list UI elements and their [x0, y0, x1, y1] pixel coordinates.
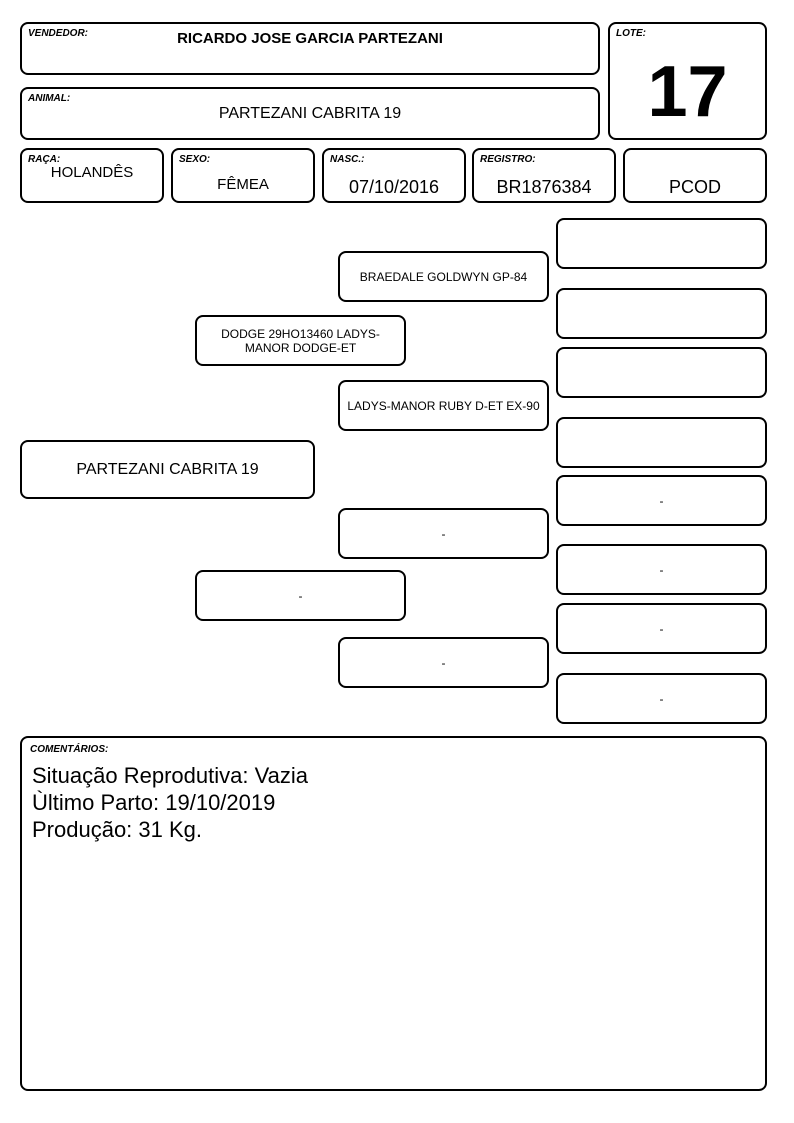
- sire-dam-box: LADYS-MANOR RUBY D-ET EX-90: [338, 380, 549, 431]
- ggp-box-4: [556, 417, 767, 468]
- comments-text: Situação Reprodutiva: Vazia Ùltimo Parto…: [32, 762, 308, 843]
- dam-box: -: [195, 570, 406, 621]
- registro-label: REGISTRO:: [480, 154, 536, 165]
- registro-box: REGISTRO: BR1876384: [472, 148, 616, 203]
- comment-line: Situação Reprodutiva: Vazia: [32, 763, 308, 788]
- nasc-label: NASC.:: [330, 154, 365, 165]
- ggp-box-2: [556, 288, 767, 339]
- raca-box: RAÇA: HOLANDÊS: [20, 148, 164, 203]
- comment-line: Ùltimo Parto: 19/10/2019: [32, 790, 276, 815]
- ggp-box-7: -: [556, 603, 767, 654]
- comment-line: Produção: 31 Kg.: [32, 817, 203, 842]
- ggp-box-8: -: [556, 673, 767, 724]
- comments-label: COMENTÁRIOS:: [30, 744, 109, 755]
- sire-sire-box: BRAEDALE GOLDWYN GP-84: [338, 251, 549, 302]
- nasc-value: 07/10/2016: [348, 177, 440, 197]
- sire-box: DODGE 29HO13460 LADYS-MANOR DODGE-ET: [195, 315, 406, 366]
- animal-label: ANIMAL:: [28, 93, 71, 104]
- raca-value: HOLANDÊS: [50, 164, 134, 181]
- ggp-box-3: [556, 347, 767, 398]
- sexo-box: SEXO: FÊMEA: [171, 148, 315, 203]
- ggp-box-6: -: [556, 544, 767, 595]
- animal-value: PARTEZANI CABRITA 19: [218, 105, 402, 122]
- lote-label: LOTE:: [616, 28, 646, 39]
- vendedor-value: RICARDO JOSE GARCIA PARTEZANI: [177, 30, 443, 47]
- registro-value: BR1876384: [496, 177, 592, 197]
- animal-box: ANIMAL: PARTEZANI CABRITA 19: [20, 87, 600, 140]
- sexo-label: SEXO:: [179, 154, 211, 165]
- sexo-value: FÊMEA: [217, 176, 269, 193]
- pedigree-animal-box: PARTEZANI CABRITA 19: [20, 440, 315, 499]
- vendedor-box: VENDEDOR: RICARDO JOSE GARCIA PARTEZANI: [20, 22, 600, 75]
- category-value: PCOD: [668, 177, 721, 197]
- vendedor-label: VENDEDOR:: [28, 28, 89, 39]
- dam-dam-box: -: [338, 637, 549, 688]
- raca-label: RAÇA:: [28, 154, 61, 165]
- lote-number: 17: [647, 52, 728, 132]
- category-box: PCOD: [623, 148, 767, 203]
- dam-sire-box: -: [338, 508, 549, 559]
- ggp-box-5: -: [556, 475, 767, 526]
- comments-box: COMENTÁRIOS: Situação Reprodutiva: Vazia…: [20, 736, 767, 1091]
- ggp-box-1: [556, 218, 767, 269]
- lote-box: LOTE: 17: [608, 22, 767, 140]
- nasc-box: NASC.: 07/10/2016: [322, 148, 466, 203]
